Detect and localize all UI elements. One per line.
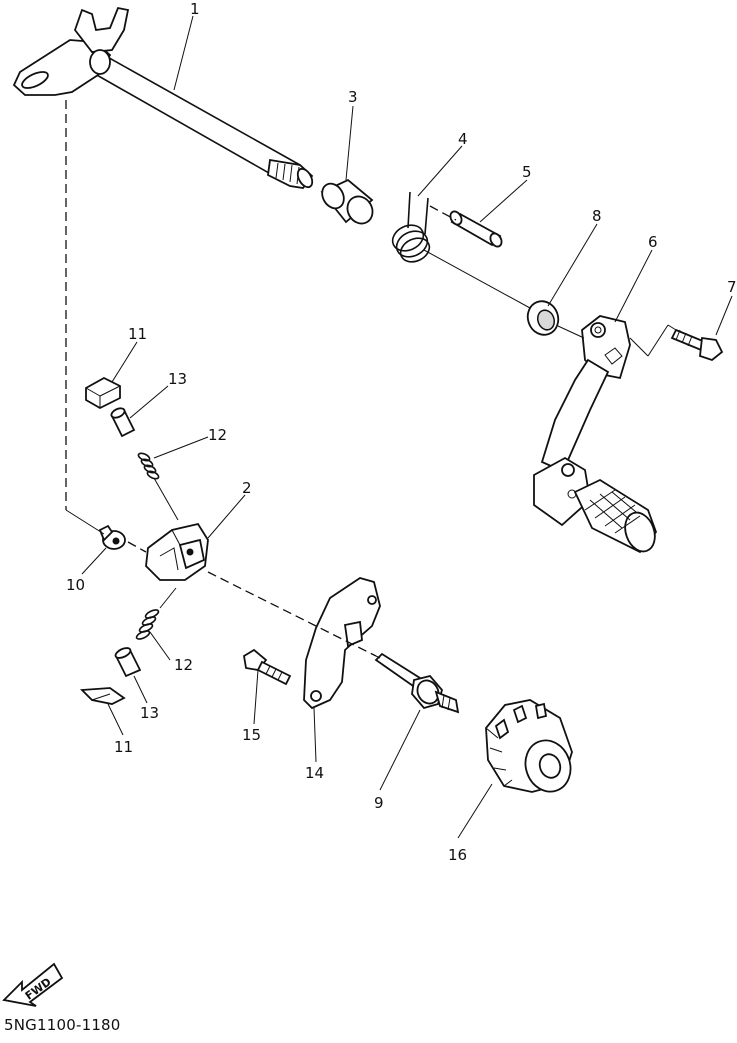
callout-labels: 1 2 3 4 5 6 7 8 9 10 11 11 12 12 13 13 1… <box>66 0 737 864</box>
callout-9: 9 <box>374 794 384 812</box>
callout-12-upper: 12 <box>208 426 227 444</box>
callout-3: 3 <box>348 88 358 106</box>
callout-8: 8 <box>592 207 602 225</box>
part-13-pin-upper <box>110 407 136 438</box>
part-2-pawl-holder <box>145 522 209 581</box>
part-7-bolt <box>670 328 724 362</box>
part-1-shift-shaft <box>12 6 314 189</box>
callout-6: 6 <box>648 233 658 251</box>
callout-13-upper: 13 <box>168 370 187 388</box>
callout-1: 1 <box>190 0 200 18</box>
part-15-bolt <box>243 648 292 686</box>
callout-5: 5 <box>522 163 532 181</box>
part-11-stopper-upper <box>85 376 121 410</box>
part-3-collar <box>320 178 374 225</box>
leader-lines <box>81 15 733 839</box>
callout-7: 7 <box>727 278 737 296</box>
part-5-pin <box>449 210 503 248</box>
part-6-shift-pedal <box>533 315 658 554</box>
callout-11-lower: 11 <box>114 738 133 756</box>
part-12-spring-lower <box>135 609 160 640</box>
part-4-torsion-spring <box>391 191 431 263</box>
assembly-lines <box>65 100 677 659</box>
fwd-arrow: FWD <box>2 962 64 1007</box>
callout-10: 10 <box>66 576 85 594</box>
callout-11-upper: 11 <box>128 325 147 343</box>
callout-2: 2 <box>242 479 252 497</box>
part-9-bolt <box>374 652 460 714</box>
diagram-code: 5NG1100-1180 <box>4 1016 121 1034</box>
part-10-bushing <box>98 524 126 550</box>
callout-13-lower: 13 <box>140 704 159 722</box>
callout-14: 14 <box>305 764 324 782</box>
part-14-stopper-lever <box>303 577 381 710</box>
callout-15: 15 <box>242 726 261 744</box>
part-11-stopper-lower <box>79 687 126 705</box>
callout-12-lower: 12 <box>174 656 193 674</box>
part-16-drum-segment <box>485 699 573 793</box>
part-13-pin-lower <box>114 647 142 678</box>
part-8-oil-seal <box>526 300 560 336</box>
callout-4: 4 <box>458 130 468 148</box>
callout-16: 16 <box>448 846 467 864</box>
part-12-spring-upper <box>137 452 160 480</box>
